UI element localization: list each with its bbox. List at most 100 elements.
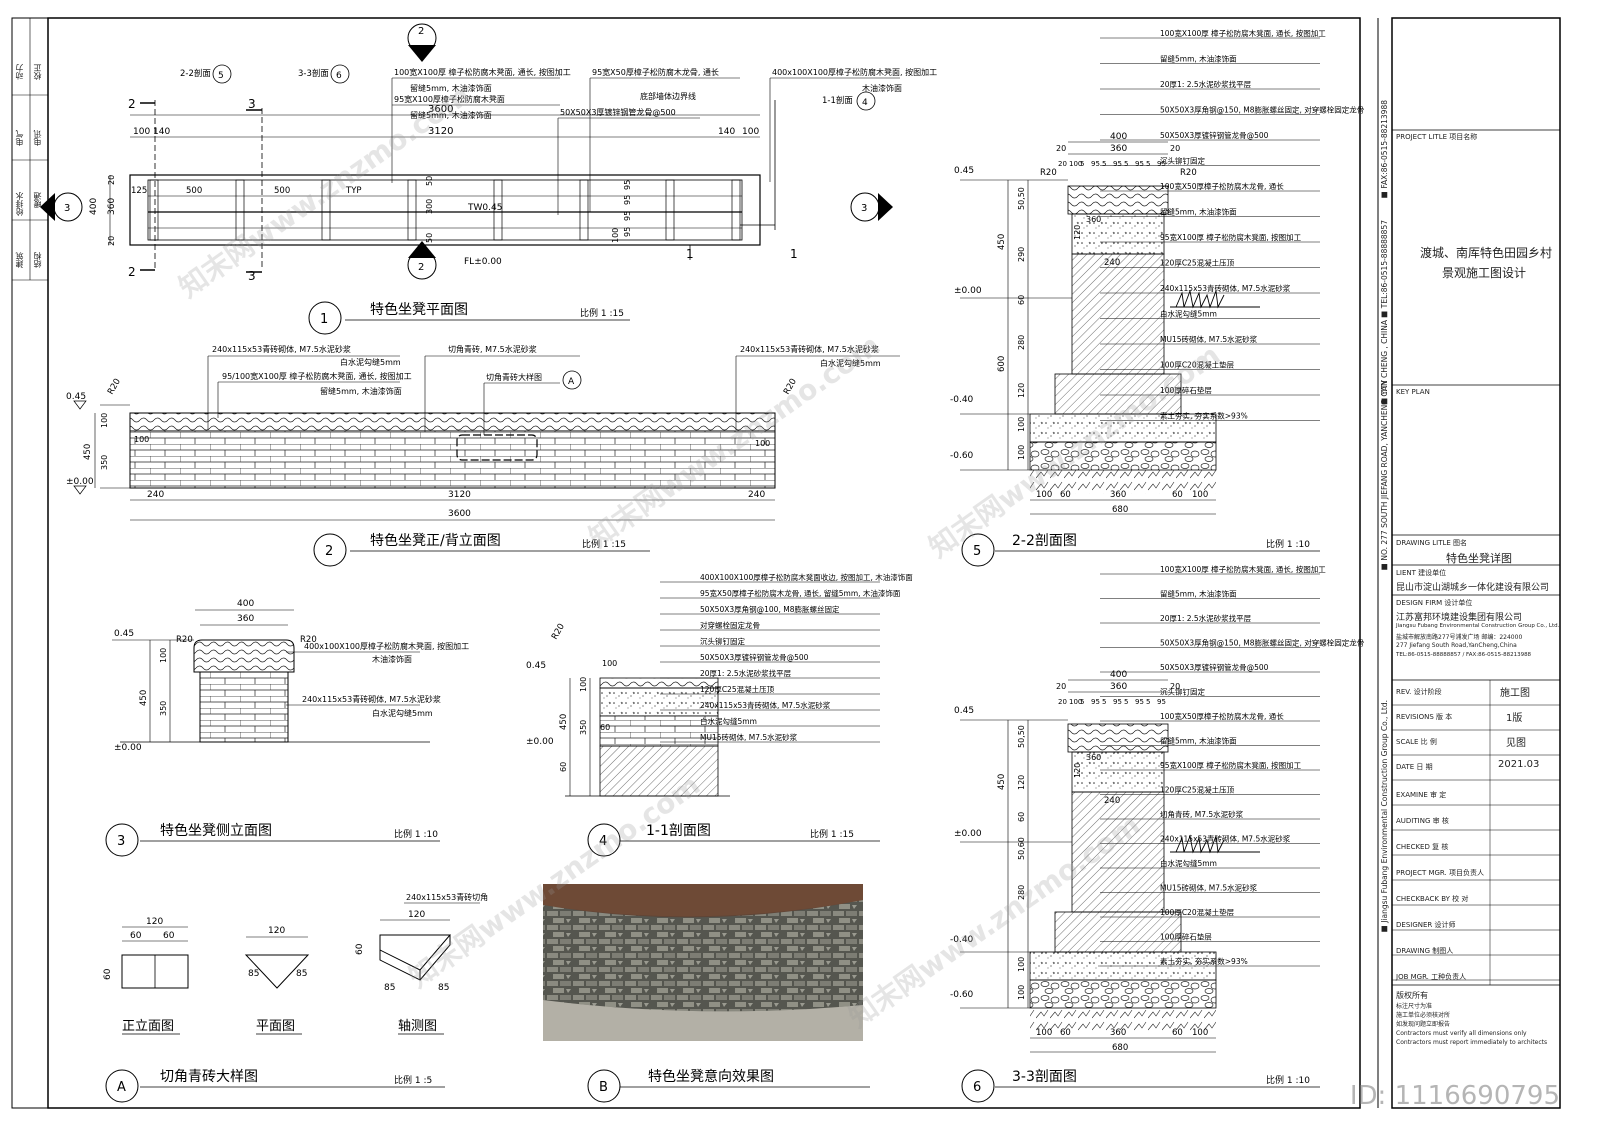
s33-ldim-5050: 50,50: [1017, 725, 1026, 748]
s22-tdim-400: 400: [1110, 132, 1127, 142]
s33-small-dim-7: 95: [1135, 698, 1144, 706]
plan-marker-3a: 3: [248, 97, 256, 111]
elev-r20a: R20: [106, 377, 123, 396]
tb-copyright: 版权所有: [1396, 991, 1428, 1000]
s22-tdim-360: 360: [1110, 144, 1127, 154]
s33-leaders-note-3: 50X50X3厚角钢@150, M8膨胀螺丝固定, 对穿螺栓固定龙骨: [1160, 638, 1364, 648]
da-axo-120: 120: [408, 910, 425, 920]
da-plan-85a: 85: [248, 969, 259, 979]
s33-small-dim-2: 5: [1080, 698, 1084, 706]
strip-label-6: 建筑: [15, 252, 24, 268]
da-plan-85b: 85: [296, 969, 307, 979]
v5-title: 2-2剖面图: [1012, 533, 1077, 549]
s33-ldim-5060: 50,60: [1017, 837, 1026, 860]
s22-leaders-note-12: MU15砖砌体, M7.5水泥砂浆: [1160, 334, 1258, 344]
plan-note-d: 留缝5mm, 木油漆饰面: [410, 110, 492, 120]
s22-leaders-note-8: 95宽X100厚 樟子松防腐木凳面, 按图加工: [1160, 232, 1302, 242]
side-lv000: ±0.00: [114, 743, 142, 753]
plan-note-h: 400x100X100厚樟子松防腐木凳面, 按图加工: [772, 67, 937, 77]
plan-sec22-bubble: [212, 64, 232, 84]
tb-revisions-label: REVISIONS 版 本: [1396, 713, 1453, 721]
s33-leaders-note-1: 留缝5mm, 木油漆饰面: [1160, 589, 1237, 599]
v2-scale: 比例 1 :15: [582, 538, 626, 550]
s33-ldim-100a: 100: [1017, 957, 1026, 972]
s22-lvm060: -0.60: [950, 451, 974, 461]
s22-leaders-note-14: 100厚碎石垫层: [1160, 385, 1212, 395]
vertical-company: ■ Jiangsu Fubang Environmental Construct…: [1380, 700, 1389, 935]
tb-rev-value: 施工图: [1500, 688, 1530, 699]
s33-dim680: 680: [1112, 1043, 1128, 1053]
plan-dim-300: 300: [425, 199, 434, 214]
s22-small-dim-7: 95: [1135, 160, 1144, 168]
tb-drawing-title: 特色坐凳详图: [1446, 552, 1512, 565]
s22-ldim-600: 600: [997, 356, 1007, 372]
v5-scale: 比例 1 :10: [1266, 538, 1310, 550]
s33-leaders-note-11: 240x115x53青砖砌体, M7.5水泥砂浆: [1160, 834, 1291, 844]
s22-ldim-100b: 100: [1017, 445, 1026, 460]
plan-marker-2a: 2: [128, 97, 136, 111]
s33-leaders-note-0: 100宽X100厚 樟子松防腐木凳面, 通长, 按图加工: [1160, 564, 1326, 574]
s33-tdim-20b: 20: [1170, 682, 1180, 691]
plan-dim-95c: 95: [623, 211, 632, 221]
s22-leaders-note-15: 素土夯实, 夯实系数>93%: [1160, 411, 1248, 421]
s33-leaders-note-15: 100厚碎石垫层: [1160, 932, 1212, 942]
v6-title: 3-3剖面图: [1012, 1069, 1077, 1085]
plan-dim-100: 100: [611, 228, 620, 243]
s11-leaders-note-0: 400X100X100厚樟子松防腐木凳面收边, 按图加工, 木油漆饰面: [700, 572, 913, 582]
s22-r20a: R20: [1040, 168, 1057, 178]
s33-in-240: 240: [1104, 796, 1120, 806]
da-axo-85b: 85: [438, 983, 449, 993]
tb-pm-label: PROJECT MGR. 项目负责人: [1396, 869, 1484, 877]
elev-note-e: 切角青砖, M7.5水泥砂浆: [448, 344, 537, 354]
side-note-b: 木油漆饰面: [372, 654, 412, 664]
s22-small-dim-5: 95: [1113, 160, 1122, 168]
v1-title: 特色坐凳平面图: [370, 301, 468, 318]
tb-note-0: 标注尺寸为准: [1396, 1003, 1433, 1010]
s11-lv000: ±0.00: [526, 737, 554, 747]
tb-client: 昆山市淀山湖城乡一体化建设有限公司: [1396, 583, 1550, 593]
da-axo-60: 60: [355, 943, 365, 955]
s33-bdim-60a: 60: [1060, 1028, 1071, 1038]
s22-in-120: 120: [1073, 225, 1082, 240]
tb-auditing-label: AUDITING 审 核: [1396, 817, 1449, 825]
s22-bdim-60a: 60: [1060, 490, 1071, 500]
s22-tdim-20a: 20: [1056, 144, 1066, 153]
section-2-2: 0.45 ±0.00 -0.40 -0.60 R20 R20 50,50 290…: [950, 28, 1364, 567]
s33-ldim-280: 280: [1017, 885, 1026, 900]
side-r20b: R20: [300, 635, 317, 645]
strip-label-5: 暖通: [33, 192, 42, 208]
da-note: 240x115x53青砖切角: [406, 892, 488, 902]
s33-in-120: 120: [1073, 763, 1082, 778]
s33-leaders-note-12: 白水泥勾缝5mm: [1160, 858, 1217, 868]
plan-view: 2 2 3 3 1 1 2-2剖面 5 3-3剖面 6 1-1剖面 4 2 2 …: [40, 23, 937, 335]
plan-post: [731, 179, 741, 241]
da-plan-label: 平面图: [256, 1019, 295, 1034]
strip-label-2: 电气: [15, 130, 24, 146]
side-dim-350: 350: [159, 701, 168, 716]
plan-dim-50a: 50: [425, 176, 434, 186]
elev-dim-240b: 240: [748, 490, 765, 500]
plan-dim-500b: 500: [274, 186, 290, 196]
da-front-label: 正立面图: [122, 1019, 174, 1034]
vertical-tel: ■ TEL:86-0515-88888857: [1380, 220, 1389, 320]
plan-view-mark-2-bot: 2: [418, 262, 424, 273]
elev-marker-a: A: [568, 377, 575, 387]
s33-lv000: ±0.00: [954, 829, 982, 839]
plan-note-f: 底部墙体边界线: [640, 91, 696, 101]
tb-date-value: 2021.03: [1498, 759, 1540, 770]
plan-dim-50b: 50: [425, 233, 434, 243]
s22-bdim-360: 360: [1110, 490, 1126, 500]
plan-tw: TW0.45: [467, 203, 502, 213]
tb-keyplan-label: KEY PLAN: [1396, 388, 1430, 396]
s33-leaders-note-2: 20厚1: 2.5水泥砂浆找平层: [1160, 613, 1252, 623]
elev-dim-450: 450: [83, 444, 93, 460]
s33-small-dim-1: 100: [1069, 698, 1082, 706]
s11-leaders-note-2: 50X50X3厚角钢@100, M8膨胀螺丝固定: [700, 604, 840, 614]
vA-title: 切角青砖大样图: [160, 1069, 258, 1085]
elev-note-g: 240x115x53青砖砌体, M7.5水泥砂浆: [740, 344, 879, 354]
s11-leaders-note-6: 20厚1: 2.5水泥砂浆找平层: [700, 668, 792, 678]
vertical-city: ■ YAN CHENG , CHINA: [1380, 320, 1389, 407]
s22-tdim-20b: 20: [1170, 144, 1180, 153]
vA-num: A: [117, 1080, 126, 1095]
photo-view: B 特色坐凳意向效果图: [543, 884, 870, 1103]
